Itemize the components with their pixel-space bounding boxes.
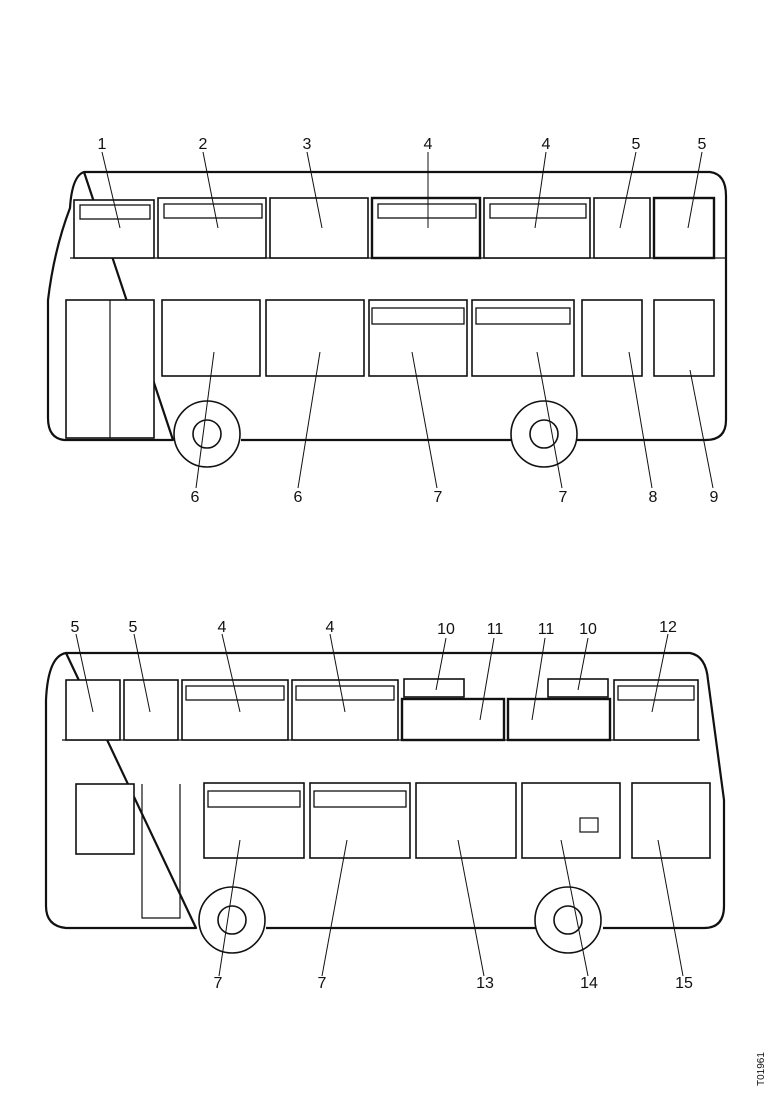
figure-reference: T01961 xyxy=(756,1052,767,1086)
callout-9: 9 xyxy=(710,489,719,506)
window xyxy=(161,299,261,377)
upper-deck-windows xyxy=(73,196,716,260)
callout-14: 14 xyxy=(580,975,598,992)
callout-6: 6 xyxy=(191,489,200,506)
exit-door-outline xyxy=(141,784,181,919)
leader-lines xyxy=(75,633,684,977)
window xyxy=(203,782,305,859)
callout-3: 3 xyxy=(303,136,312,153)
rear-wheel xyxy=(534,886,602,954)
window-strip xyxy=(617,685,695,701)
callout-11: 11 xyxy=(487,621,504,638)
window-strip xyxy=(371,307,465,325)
window xyxy=(613,679,699,741)
window-strip xyxy=(185,685,285,701)
window xyxy=(653,299,715,377)
window xyxy=(73,199,155,259)
callout-12: 12 xyxy=(659,619,677,636)
small-hatch xyxy=(579,817,599,833)
callout-4: 4 xyxy=(218,619,227,636)
upper-deck-windows xyxy=(65,678,699,742)
callout-7: 7 xyxy=(559,489,568,506)
callout-7: 7 xyxy=(318,975,327,992)
callout-7: 7 xyxy=(214,975,223,992)
side-view-2: 5 5 4 4 10 11 11 10 12 7 7 13 14 15 xyxy=(44,619,726,992)
window xyxy=(652,196,716,260)
callout-5: 5 xyxy=(698,136,707,153)
callout-15: 15 xyxy=(675,975,693,992)
bus-body-outline xyxy=(46,170,728,442)
front-wheel xyxy=(198,886,266,954)
callout-1: 1 xyxy=(98,136,107,153)
callout-5: 5 xyxy=(129,619,138,636)
window xyxy=(521,782,621,859)
window xyxy=(123,679,179,741)
callout-8: 8 xyxy=(649,489,658,506)
callout-13: 13 xyxy=(476,975,494,992)
window xyxy=(400,697,506,742)
window xyxy=(506,697,612,742)
lower-deck-windows xyxy=(75,782,711,919)
window xyxy=(483,197,591,259)
window xyxy=(593,197,651,259)
window-strip xyxy=(207,790,301,808)
bus-body-outline xyxy=(44,651,726,930)
window xyxy=(309,782,411,859)
window xyxy=(581,299,643,377)
callout-6: 6 xyxy=(294,489,303,506)
window-strip xyxy=(313,790,407,808)
window xyxy=(368,299,468,377)
window-strip xyxy=(295,685,395,701)
callout-5: 5 xyxy=(71,619,80,636)
leader-lines xyxy=(101,151,714,489)
callout-2: 2 xyxy=(199,136,208,153)
callouts: 5 5 4 4 10 11 11 10 12 7 7 13 14 15 xyxy=(71,619,693,992)
small-window xyxy=(403,678,465,698)
lower-deck-windows xyxy=(65,299,715,439)
callout-11: 11 xyxy=(538,621,555,638)
window xyxy=(181,679,289,741)
callout-4: 4 xyxy=(542,136,551,153)
front-wheel xyxy=(173,400,241,468)
window xyxy=(75,783,135,855)
window xyxy=(471,299,575,377)
callout-10: 10 xyxy=(579,621,597,638)
side-view-1: 1 2 3 4 4 5 5 6 6 7 7 8 9 xyxy=(46,136,728,506)
callout-7: 7 xyxy=(434,489,443,506)
window xyxy=(265,299,365,377)
window xyxy=(415,782,517,859)
window xyxy=(269,197,369,259)
rear-wheel xyxy=(510,400,578,468)
callout-10: 10 xyxy=(437,621,455,638)
callouts: 1 2 3 4 4 5 5 6 6 7 7 8 9 xyxy=(98,136,719,506)
callout-4: 4 xyxy=(424,136,433,153)
window xyxy=(370,196,482,260)
callout-5: 5 xyxy=(632,136,641,153)
callout-4: 4 xyxy=(326,619,335,636)
window-strip xyxy=(475,307,571,325)
window-strip xyxy=(377,203,477,219)
window xyxy=(157,197,267,259)
window xyxy=(631,782,711,859)
